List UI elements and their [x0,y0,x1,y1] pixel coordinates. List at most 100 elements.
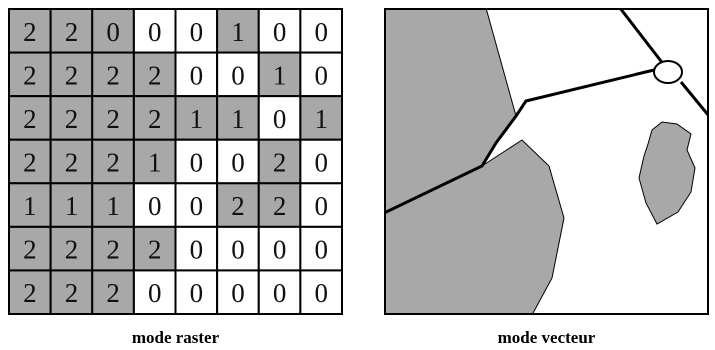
raster-cell: 0 [299,225,343,272]
vector-line-lower [679,81,709,117]
raster-cell-value: 0 [190,60,204,90]
raster-cell: 2 [49,51,94,98]
raster-cell: 2 [91,225,135,272]
raster-cell-value: 0 [231,235,245,265]
raster-cell: 2 [49,95,94,141]
raster-cell-value: 1 [23,191,37,221]
raster-cell-value: 2 [65,104,79,134]
raster-cell: 0 [299,182,343,228]
raster-cell: 2 [8,225,52,272]
raster-cell-value: 1 [65,191,79,221]
raster-cell-value: 2 [23,148,37,178]
raster-cell-value: 2 [65,278,79,308]
raster-cell-value: 2 [148,60,162,90]
raster-cell: 0 [174,225,219,272]
raster-caption: mode raster [131,328,220,347]
raster-cell-value: 1 [148,148,162,178]
raster-cell-value: 0 [148,17,162,47]
raster-cell-fill [216,269,260,315]
vector-frame [384,8,709,315]
raster-cell-value: 2 [273,191,287,221]
raster-cell: 1 [299,95,343,141]
raster-cell-fill [132,182,177,228]
raster-cell-fill [91,95,135,141]
raster-cell: 0 [299,51,343,98]
vector-line-main [384,68,655,215]
raster-cell: 2 [257,182,302,228]
raster-cell: 2 [216,182,260,228]
vector-region-large [384,8,565,315]
raster-cell-value: 0 [314,235,328,265]
raster-cell-value: 0 [314,148,328,178]
raster-cell-value: 0 [190,148,204,178]
raster-cell: 0 [299,8,343,54]
raster-cell: 1 [8,182,52,228]
raster-cell-fill [132,51,177,98]
raster-cell: 2 [49,8,94,54]
raster-cell-value: 1 [190,104,204,134]
raster-cell: 2 [91,269,135,315]
raster-cell: 0 [174,182,219,228]
raster-cell-fill [174,138,219,185]
raster-cell: 0 [91,8,135,54]
raster-cell-value: 2 [23,104,37,134]
raster-cell: 2 [49,269,94,315]
raster-cell: 2 [132,95,177,141]
raster-cell-value: 2 [65,235,79,265]
vector-map [384,8,709,315]
raster-cell-value: 0 [231,60,245,90]
raster-cell-value: 0 [190,191,204,221]
raster-cell-fill [299,269,343,315]
raster-cell-value: 0 [273,278,287,308]
raster-cell-value: 2 [23,60,37,90]
raster-cell: 2 [8,138,52,185]
raster-cell: 0 [216,138,260,185]
raster-cell-fill [257,95,302,141]
raster-cell-value: 2 [65,17,79,47]
raster-cell-value: 2 [106,148,120,178]
raster-cell-value: 2 [23,278,37,308]
raster-cell: 2 [132,51,177,98]
raster-cell: 2 [132,225,177,272]
raster-cell: 2 [91,138,135,185]
raster-cell-value: 0 [148,278,162,308]
raster-cell-value: 0 [190,235,204,265]
raster-cell-value: 0 [190,17,204,47]
raster-cell: 0 [257,225,302,272]
raster-cell: 0 [132,269,177,315]
raster-cell-value: 2 [148,104,162,134]
raster-cell-value: 2 [65,148,79,178]
raster-cell-value: 2 [231,191,245,221]
raster-cell-value: 2 [106,60,120,90]
raster-cell: 2 [91,95,135,141]
raster-cell: 0 [299,138,343,185]
raster-cell: 2 [8,95,52,141]
vector-node [653,60,683,84]
raster-cell: 1 [91,182,135,228]
raster-cell: 0 [216,51,260,98]
raster-cell: 2 [8,51,52,98]
raster-cell: 1 [216,8,260,54]
raster-cell-value: 0 [148,191,162,221]
raster-cell-value: 0 [314,278,328,308]
raster-cell-fill [174,225,219,272]
raster-cell-value: 2 [65,60,79,90]
raster-cell-fill [91,138,135,185]
raster-cell-fill [257,269,302,315]
raster-cell-fill [49,51,94,98]
raster-cell: 2 [8,269,52,315]
raster-cell: 0 [257,8,302,54]
raster-cell-value: 2 [23,235,37,265]
raster-cell: 1 [49,182,94,228]
raster-cell-value: 2 [273,148,287,178]
raster-cell-value: 0 [314,17,328,47]
raster-cell: 0 [174,8,219,54]
raster-cell: 2 [257,138,302,185]
raster-cell-fill [132,95,177,141]
raster-cell-fill [299,51,343,98]
raster-cell-value: 0 [190,278,204,308]
raster-cell: 0 [174,138,219,185]
raster-cell: 2 [91,51,135,98]
raster-cell-value: 1 [231,104,245,134]
